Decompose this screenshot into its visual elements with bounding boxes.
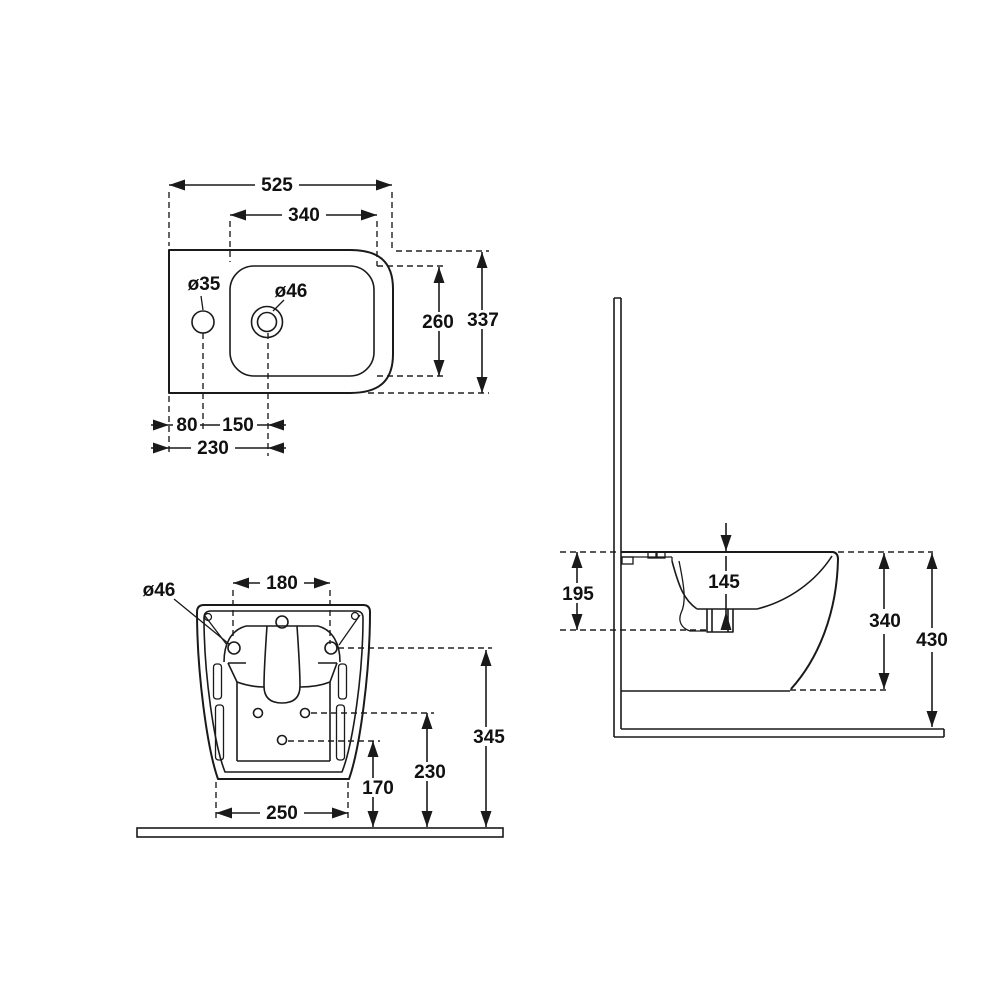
dim-front-250: 250	[216, 803, 348, 824]
top-view-leader-lines	[200, 295, 285, 312]
dim-top-80-label: 80	[176, 415, 197, 436]
front-view: ø46 180 345 230 170 250	[136, 573, 511, 838]
front-view-mount-hole-left	[227, 641, 241, 655]
dim-top-340: 340	[230, 205, 377, 226]
front-view-basin-panel	[236, 682, 331, 762]
dim-front-170-label: 170	[362, 778, 394, 799]
side-view-rim	[621, 551, 839, 560]
front-view-mount-hole-right	[324, 641, 338, 655]
side-view-basin-underside	[678, 560, 706, 632]
top-view-hole-35	[191, 310, 215, 334]
dim-top-hole-35: ø35	[188, 274, 221, 295]
top-view-body-outline	[168, 249, 394, 394]
side-view-fixing-tick-2	[656, 551, 666, 559]
front-view-slot-right-lower	[335, 704, 346, 761]
front-view-top-center-hole	[275, 615, 289, 629]
dim-top-hole35-label: ø35	[188, 274, 221, 295]
dim-front-250-label: 250	[266, 803, 298, 824]
dim-side-145: 145	[702, 523, 746, 630]
front-view-inner-outline	[203, 610, 364, 773]
side-view-outer-profile	[790, 558, 839, 690]
front-view-mid-hole-right	[299, 707, 311, 719]
side-view-fixing-tick-1	[647, 551, 657, 559]
side-view: 195 145 340 430	[556, 297, 955, 738]
dim-front-hole46-label: ø46	[143, 580, 176, 601]
front-view-jet-channel	[263, 625, 301, 704]
side-view-basin-interior	[671, 555, 833, 610]
side-view-wall-and-floor	[613, 297, 945, 738]
dim-top-525: 525	[169, 175, 392, 196]
front-view-corner-hole-right	[350, 611, 360, 621]
dim-side-340: 340	[862, 553, 907, 689]
dim-front-180: 180	[233, 573, 330, 594]
dim-front-345: 345	[467, 650, 511, 827]
front-view-low-hole	[276, 734, 288, 746]
dim-top-150-label: 150	[222, 415, 254, 436]
dim-side-430: 430	[910, 553, 955, 727]
front-view-mid-hole-left	[252, 707, 264, 719]
dim-side-145-label: 145	[708, 572, 740, 593]
dim-top-hole46-label: ø46	[275, 281, 308, 302]
front-view-slot-right-upper	[337, 663, 348, 700]
front-view-body-outline	[196, 604, 371, 780]
top-view-basin-rim	[229, 265, 375, 377]
dim-side-195: 195	[556, 552, 600, 630]
dim-side-145-arrowhead	[720, 612, 732, 630]
dim-top-340-label: 340	[288, 205, 320, 226]
dim-front-345-label: 345	[473, 727, 505, 748]
front-view-slot-left-lower	[214, 704, 225, 761]
top-view: 525 340 ø35 ø46 260 337 80	[151, 175, 505, 459]
dim-top-260-label: 260	[422, 312, 454, 333]
top-view-hole-46-inner	[256, 311, 278, 333]
dim-top-337: 337	[460, 252, 505, 393]
dim-top-337-label: 337	[467, 310, 499, 331]
top-view-hole-46-outer	[250, 305, 284, 339]
front-view-slot-left-upper	[212, 663, 223, 700]
dim-top-hole-46: ø46	[275, 281, 308, 302]
front-view-pockets	[223, 625, 341, 663]
dim-side-430-label: 430	[916, 630, 948, 651]
dim-side-340-label: 340	[869, 611, 901, 632]
top-view-extension-lines	[168, 192, 489, 456]
dim-front-230: 230	[408, 713, 452, 827]
front-view-floor	[136, 827, 504, 838]
front-view-basin-edge	[227, 662, 338, 688]
front-view-extension-lines	[215, 590, 492, 820]
side-view-bracket	[621, 556, 634, 565]
dim-side-195-label: 195	[562, 584, 594, 605]
dim-front-230-label: 230	[414, 762, 446, 783]
dim-front-180-label: 180	[266, 573, 298, 594]
dim-front-hole-46: ø46	[143, 580, 230, 645]
dim-top-80-150: 80 150	[151, 415, 286, 436]
dim-top-260: 260	[416, 267, 460, 376]
dim-top-230-label: 230	[197, 438, 229, 459]
dim-front-170: 170	[356, 741, 400, 827]
dim-top-230: 230	[151, 438, 286, 459]
dim-top-525-label: 525	[261, 175, 293, 196]
